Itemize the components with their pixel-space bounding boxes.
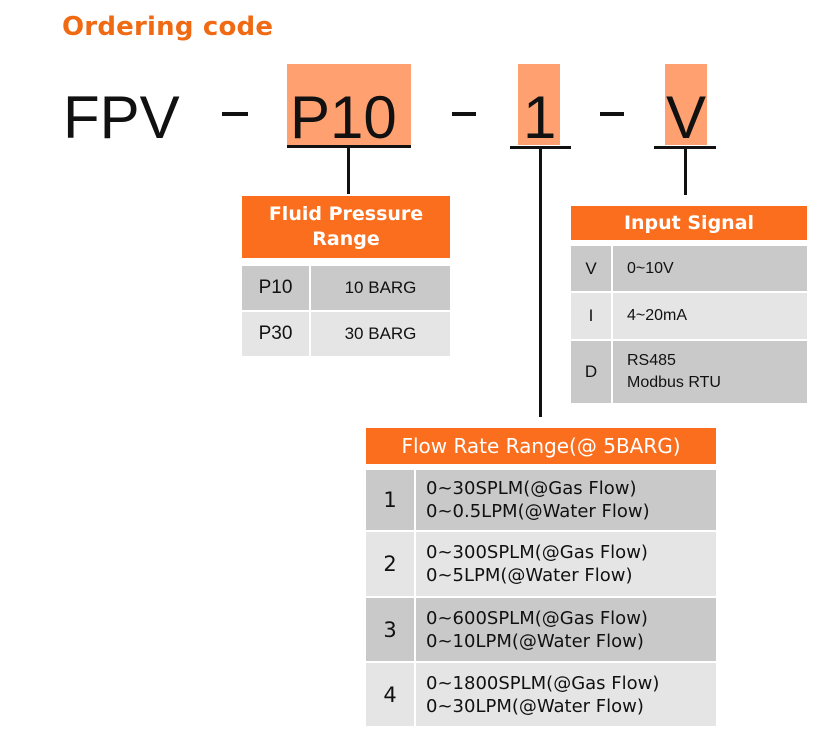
table-row: [242, 260, 450, 264]
code-segment-signal: V: [666, 84, 707, 151]
table-row: V 0~10V: [571, 246, 807, 291]
segment-flow-highlight: [518, 64, 560, 145]
table-row: P10 10 BARG: [242, 266, 450, 310]
code-separator-3: [600, 112, 624, 116]
connector-pressure: [347, 146, 350, 194]
table-row: I 4~20mA: [571, 293, 807, 339]
page-title: Ordering code: [62, 12, 274, 42]
code-separator-1: [222, 112, 248, 116]
code-prefix: FPV: [63, 84, 180, 151]
input-signal-header: Input Signal: [571, 206, 807, 240]
code-segment-pressure: P10: [290, 84, 397, 151]
fluid-pressure-table: Fluid Pressure Range P10 10 BARG P30 30 …: [240, 194, 452, 358]
table-row: P30 30 BARG: [242, 312, 450, 356]
code-segment-flow: 1: [523, 84, 557, 151]
connector-signal: [684, 147, 687, 195]
table-row: 3 0~600SPLM(@Gas Flow)0~10LPM(@Water Flo…: [366, 598, 716, 661]
flow-rate-header: Flow Rate Range(@ 5BARG): [366, 428, 716, 464]
table-row: 2 0~300SPLM(@Gas Flow)0~5LPM(@Water Flow…: [366, 532, 716, 596]
connector-flow: [539, 147, 542, 417]
flow-rate-table: Flow Rate Range(@ 5BARG) 1 0~30SPLM(@Gas…: [364, 426, 718, 728]
table-row: 4 0~1800SPLM(@Gas Flow)0~30LPM(@Water Fl…: [366, 663, 716, 726]
code-separator-2: [452, 112, 476, 116]
table-row: 1 0~30SPLM(@Gas Flow)0~0.5LPM(@Water Flo…: [366, 470, 716, 530]
input-signal-table: Input Signal V 0~10V I 4~20mA D RS485 Mo…: [569, 204, 809, 405]
table-row: D RS485 Modbus RTU: [571, 341, 807, 403]
fluid-pressure-header: Fluid Pressure Range: [242, 196, 450, 258]
segment-signal-highlight: [665, 64, 707, 145]
segment-pressure-highlight: [287, 64, 411, 145]
